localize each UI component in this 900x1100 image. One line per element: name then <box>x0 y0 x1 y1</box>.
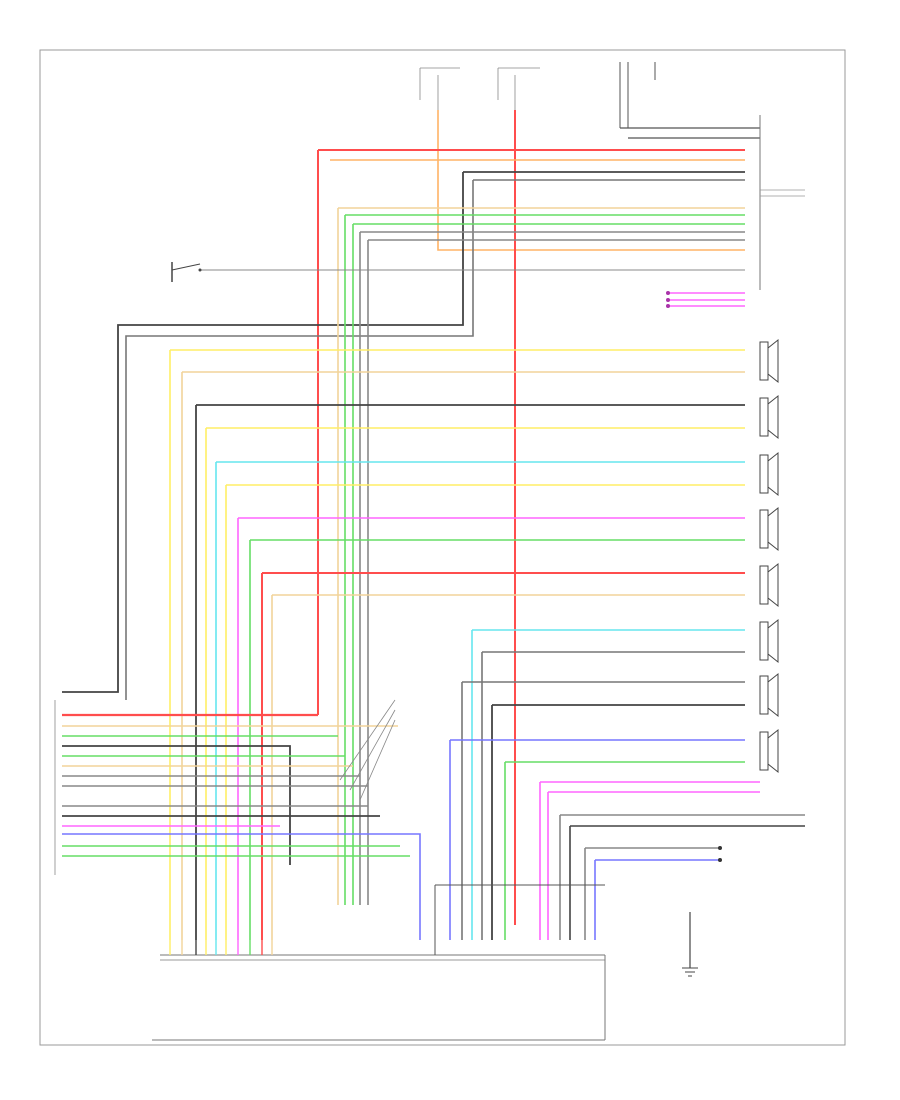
speaker-left-rear <box>759 394 779 440</box>
module-bottom-connector <box>152 884 606 1041</box>
diagram-frame <box>39 49 846 1046</box>
fuse-block-b <box>497 67 540 110</box>
speaker-wires <box>169 349 745 940</box>
speaker-right-rear <box>759 562 779 608</box>
left-main-connector <box>54 700 421 940</box>
module-pin-drops <box>169 940 273 955</box>
speaker-right-front <box>759 506 779 552</box>
magenta-pair-top <box>666 291 745 308</box>
door-switch <box>171 262 202 282</box>
speaker-left-2 <box>759 618 779 664</box>
splice-pack <box>339 699 396 801</box>
speaker-right-2 <box>759 672 779 718</box>
speaker-left-front <box>759 338 779 384</box>
fuse-block-a <box>419 67 460 110</box>
upper-harness-wires <box>200 149 745 271</box>
lower-right-wires <box>539 781 805 977</box>
speaker-rear <box>759 728 779 774</box>
speaker-center <box>759 451 779 497</box>
right-main-connector <box>759 115 805 290</box>
top-right-relay <box>619 62 760 139</box>
